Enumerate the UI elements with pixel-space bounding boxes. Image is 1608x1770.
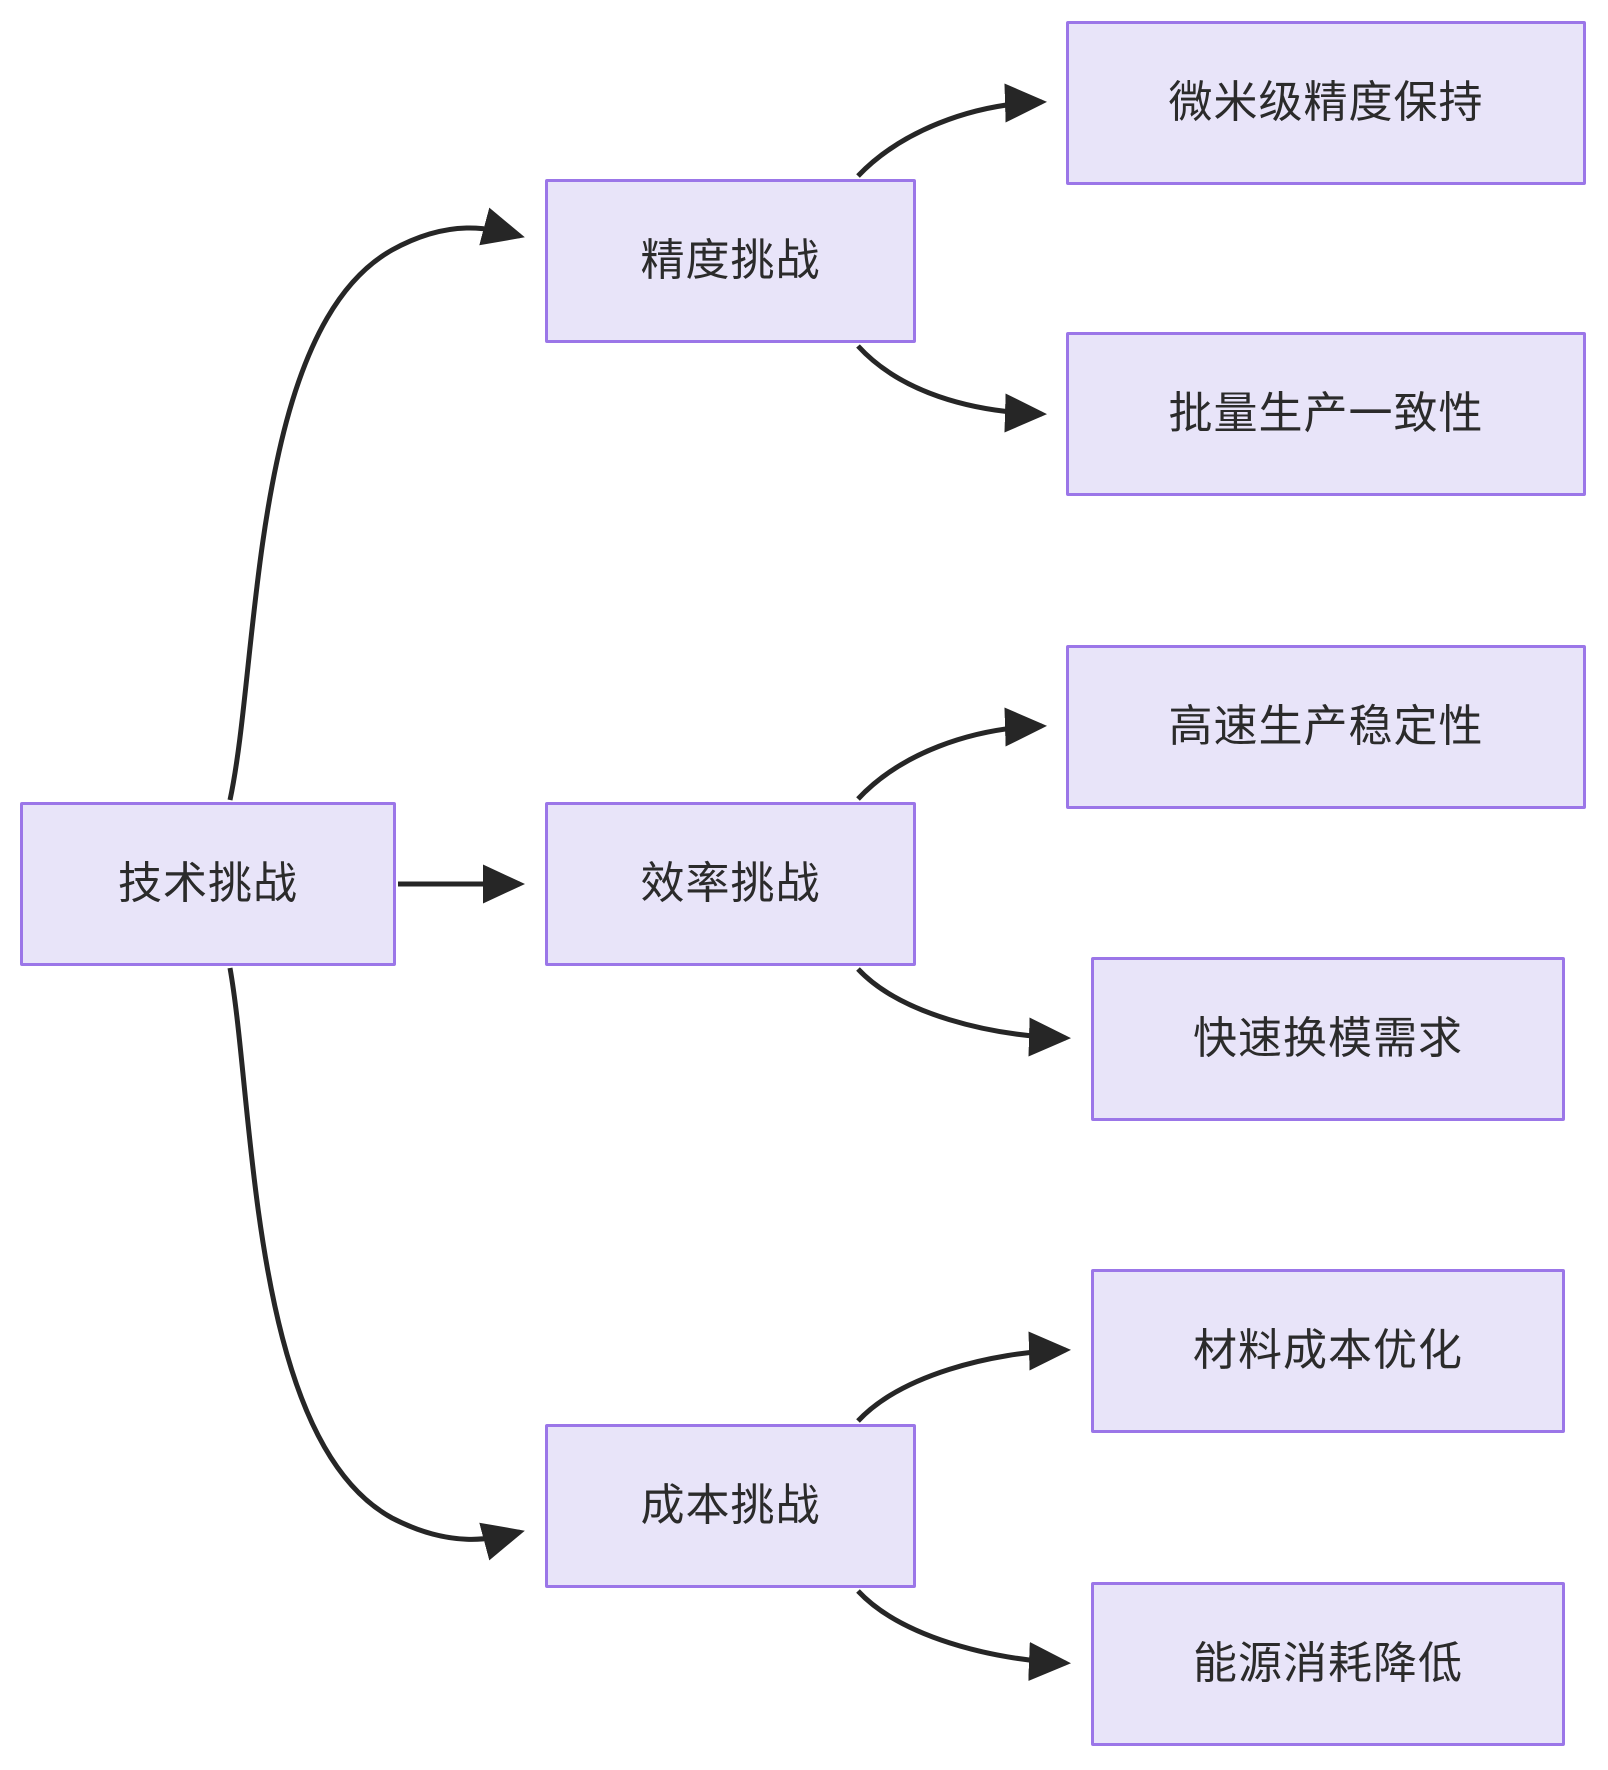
node-label: 快速换模需求 — [1193, 1013, 1463, 1063]
node-cost-challenge[interactable]: 成本挑战 — [545, 1424, 916, 1588]
node-precision-challenge[interactable]: 精度挑战 — [545, 179, 916, 343]
node-label: 技术挑战 — [118, 858, 298, 908]
node-label: 精度挑战 — [640, 235, 821, 285]
node-label: 高速生产稳定性 — [1168, 701, 1484, 751]
edge-cost-to-material — [856, 1331, 1071, 1423]
node-high-speed-production-stability[interactable]: 高速生产稳定性 — [1066, 645, 1586, 809]
node-label: 批量生产一致性 — [1168, 388, 1484, 438]
node-label: 材料成本优化 — [1193, 1325, 1463, 1375]
edge-precision-to-micron — [856, 83, 1047, 178]
node-technical-challenge[interactable]: 技术挑战 — [20, 802, 396, 966]
edge-efficiency-to-quickchange — [856, 967, 1071, 1057]
node-material-cost-optimization[interactable]: 材料成本优化 — [1091, 1269, 1565, 1433]
node-batch-production-consistency[interactable]: 批量生产一致性 — [1066, 332, 1586, 496]
edge-root-to-cost — [227, 967, 525, 1561]
node-energy-consumption-reduction[interactable]: 能源消耗降低 — [1091, 1582, 1565, 1746]
edge-root-to-precision — [227, 207, 525, 801]
node-label: 效率挑战 — [640, 858, 821, 908]
node-quick-mold-change-demand[interactable]: 快速换模需求 — [1091, 957, 1565, 1121]
edge-cost-to-energy — [856, 1589, 1071, 1682]
node-label: 微米级精度保持 — [1168, 77, 1484, 127]
node-label: 成本挑战 — [640, 1480, 821, 1530]
node-efficiency-challenge[interactable]: 效率挑战 — [545, 802, 916, 966]
edge-precision-to-batch — [856, 344, 1047, 433]
node-label: 能源消耗降低 — [1193, 1638, 1463, 1688]
edge-efficiency-to-highspeed — [856, 707, 1047, 801]
node-micron-precision-retention[interactable]: 微米级精度保持 — [1066, 21, 1586, 185]
